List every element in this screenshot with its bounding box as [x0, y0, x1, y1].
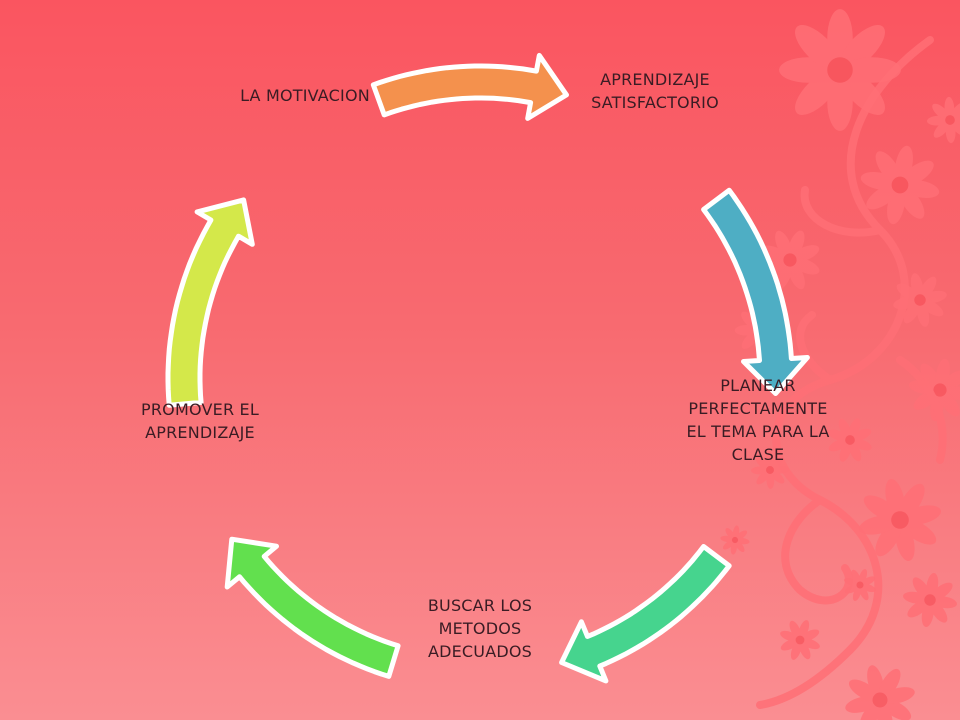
node-label-aprendizaje-satisfactorio: APRENDIZAJE SATISFACTORIO [591, 70, 719, 112]
arrow-planear-to-buscar [559, 544, 732, 684]
flower-decoration [828, 418, 872, 462]
arrow-promover-to-motivacion [165, 197, 255, 408]
arrow-motivacion-to-aprendizaje [370, 52, 569, 121]
flower-decoration [858, 478, 942, 562]
arrow-buscar-to-promover [224, 536, 401, 679]
arrow-aprendizaje-to-planear [701, 187, 810, 396]
flower-decoration [926, 96, 960, 144]
flower-decoration [779, 9, 901, 131]
node-label-promover-aprendizaje: PROMOVER EL APRENDIZAJE [141, 400, 259, 442]
flower-decoration [845, 665, 915, 720]
flower-decoration [860, 145, 940, 225]
node-label-la-motivacion: LA MOTIVACION [240, 86, 370, 105]
node-label-planear: PLANEAR PERFECTAMENTE EL TEMA PARA LA CL… [686, 376, 830, 464]
node-label-buscar-metodos: BUSCAR LOS METODOS ADECUADOS [427, 596, 533, 661]
flower-decoration [903, 573, 957, 627]
flower-decoration [780, 620, 820, 660]
flower-decoration [720, 525, 750, 555]
